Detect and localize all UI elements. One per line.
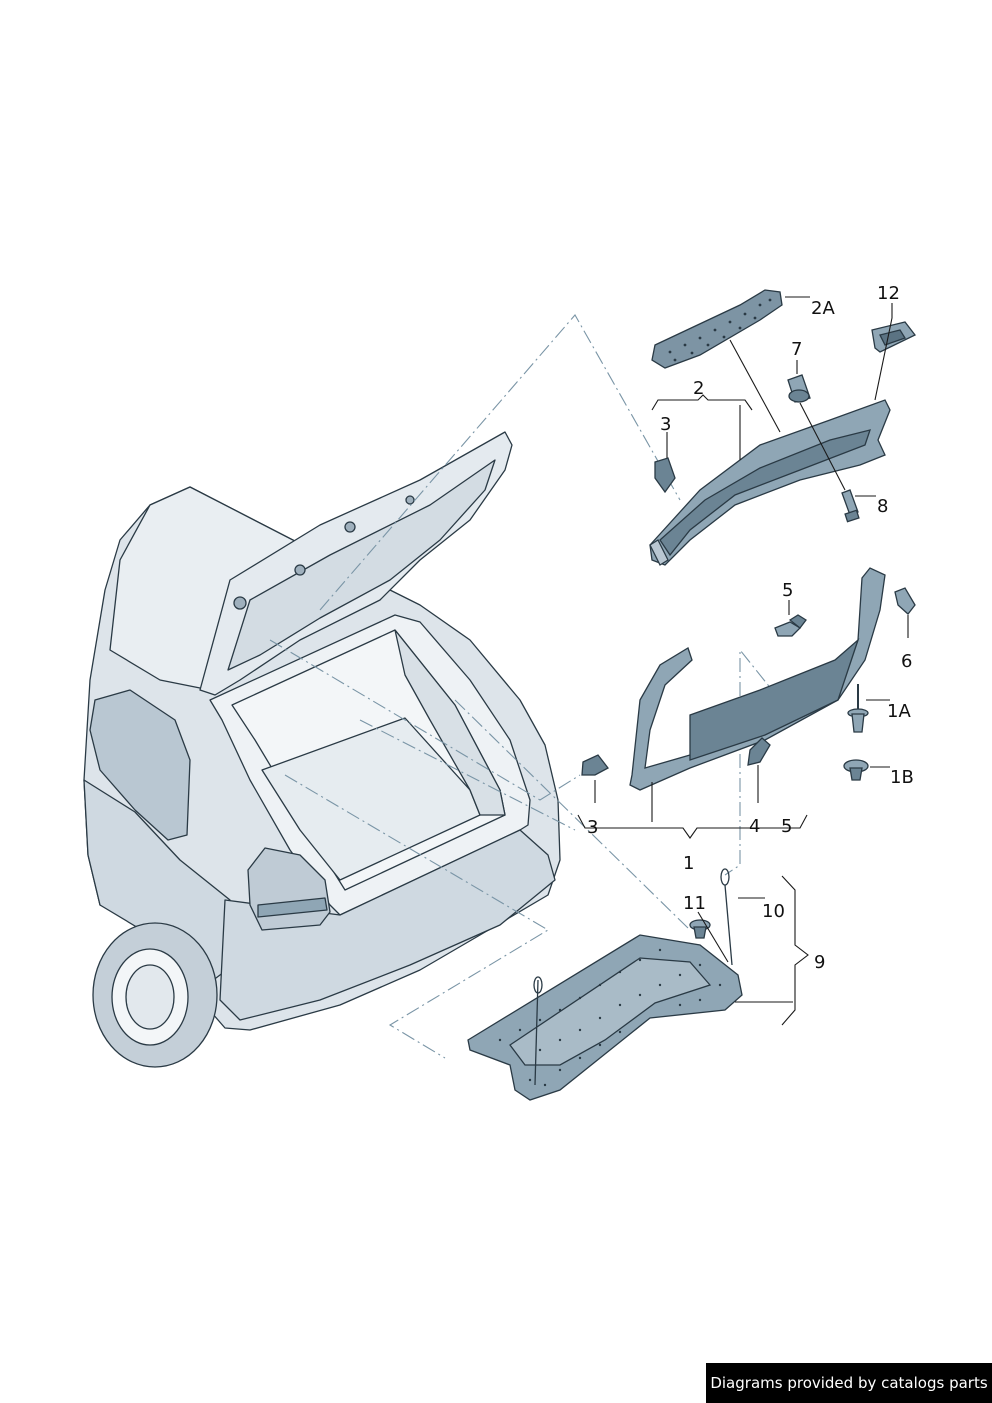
- tailgate-hole-4: [233, 596, 247, 610]
- callout-5-top: 5: [782, 580, 793, 601]
- rear-bumper: [219, 829, 556, 1021]
- part-2A-perforated-pad: [651, 289, 783, 369]
- part-1A-rivet: [847, 684, 869, 733]
- bracket-1: [577, 814, 808, 839]
- callout-4: 4: [749, 816, 760, 837]
- part-1B-clip: [843, 759, 869, 781]
- part-4-clip: [747, 737, 771, 766]
- callout-3-bottom: 3: [587, 817, 598, 838]
- guide-line-4: [284, 774, 550, 1059]
- guide-line-5: [454, 699, 691, 931]
- callout-labels: 2A 12 7 2 3 8 5 6 1A 1B 3 4 5 1 11 10 9: [587, 283, 914, 973]
- callout-11: 11: [683, 893, 706, 914]
- callout-8: 8: [877, 496, 888, 517]
- bracket-2: [651, 394, 753, 411]
- rear-wheel-hub: [125, 964, 175, 1030]
- callout-5-bottom: 5: [781, 816, 792, 837]
- callout-7: 7: [791, 339, 802, 360]
- callout-6: 6: [901, 651, 912, 672]
- callout-2A: 2A: [811, 298, 835, 319]
- tailgate-hole-1: [344, 521, 356, 533]
- part-3-bottom-clip: [581, 754, 609, 776]
- part-11-clip: [689, 919, 711, 939]
- tail-light-strip: [257, 897, 328, 918]
- callout-2: 2: [693, 378, 704, 399]
- leader-12: [874, 303, 893, 401]
- tailgate-hole-2: [405, 495, 415, 505]
- part-9-parcel-shelf: [467, 934, 743, 1101]
- part-6-clip: [894, 587, 916, 615]
- guide-line-3: [359, 719, 576, 831]
- guide-line-1: [319, 314, 681, 611]
- car-side-lower: [83, 779, 241, 991]
- credit-banner: Diagrams provided by catalogs parts: [706, 1363, 992, 1403]
- vehicle-rear-illustration: [83, 431, 561, 1068]
- part-10-strap: [720, 868, 733, 966]
- part-2-upper-trim-panel: [649, 399, 891, 566]
- part-3-top-clip: [654, 457, 676, 494]
- part-12-end-cap: [871, 321, 917, 353]
- part-5-bolt: [774, 614, 807, 637]
- callout-1A: 1A: [887, 701, 911, 722]
- side-window: [89, 689, 191, 841]
- part-1-lower-trim-frame: [629, 567, 886, 791]
- callout-12: 12: [877, 283, 900, 304]
- leader-lines: [577, 296, 909, 1026]
- guide-line-2: [269, 639, 581, 801]
- tailgate-hole-3: [294, 564, 306, 576]
- assembly-guide-lines: [269, 314, 781, 1059]
- callout-3-top: 3: [660, 414, 671, 435]
- callout-1B: 1B: [890, 767, 914, 788]
- leader-11: [697, 911, 729, 963]
- leader-7-to-screw: [799, 402, 846, 491]
- bracket-9: [781, 875, 809, 1026]
- leader-2A-to-pad: [729, 339, 781, 433]
- parcel-shelf-texture: [498, 948, 722, 1087]
- callout-1: 1: [683, 853, 694, 874]
- part-7-trim-clip: [787, 374, 811, 403]
- callout-10: 10: [762, 901, 785, 922]
- trunk-side-trim: [394, 629, 506, 816]
- guide-line-6: [724, 648, 781, 876]
- callout-9: 9: [814, 952, 825, 973]
- part-8-screw: [841, 489, 860, 523]
